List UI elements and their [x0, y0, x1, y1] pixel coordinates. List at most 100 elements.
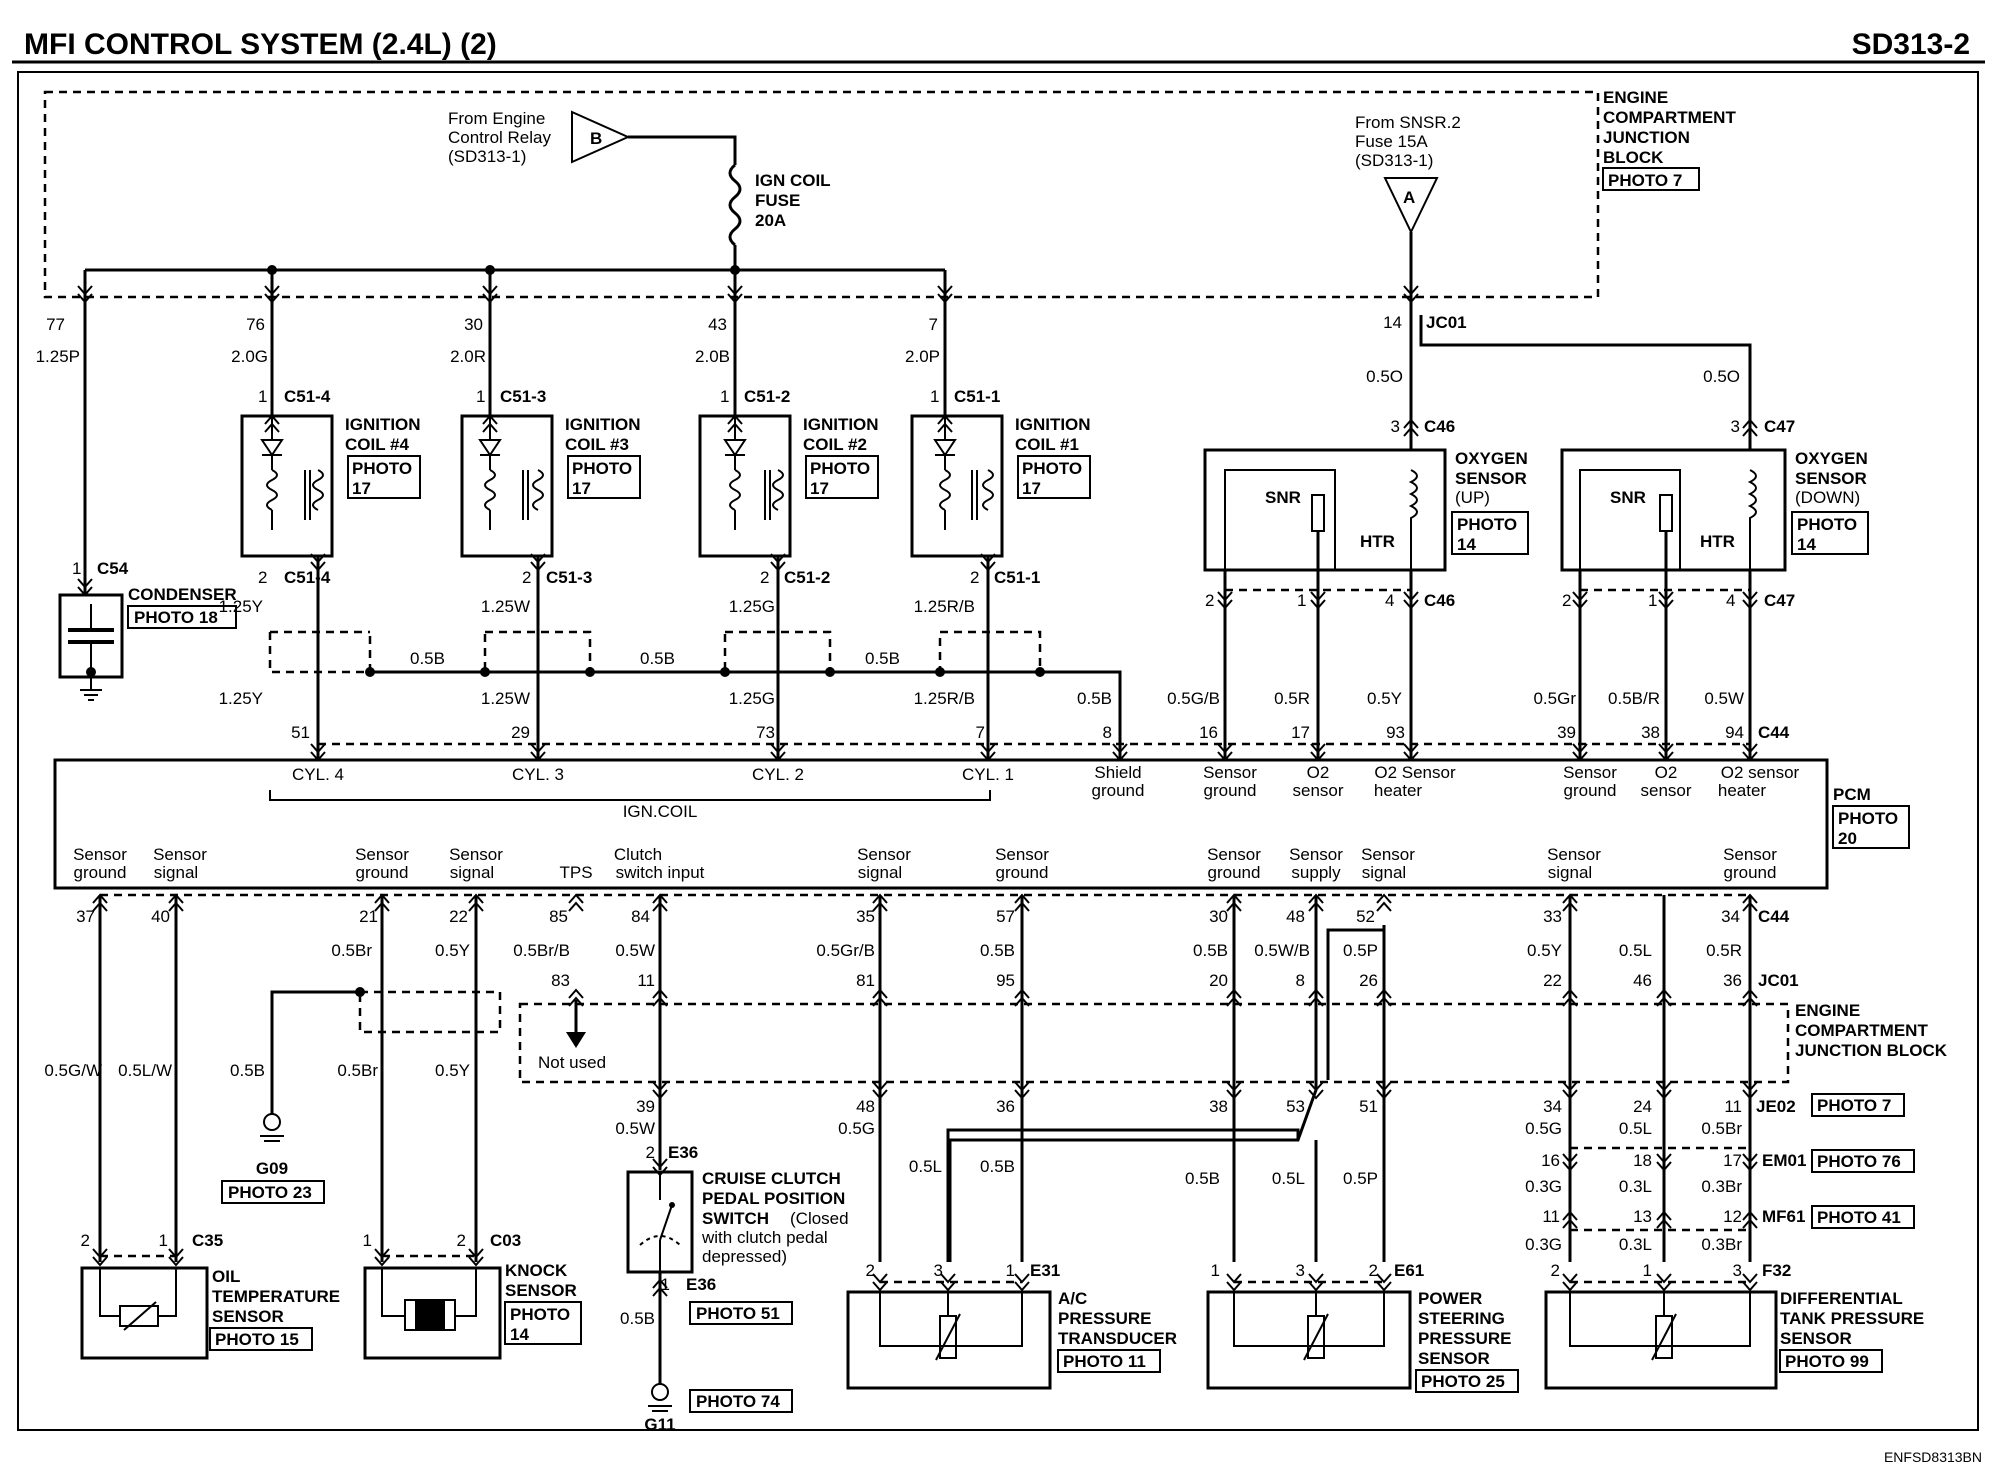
pcm-photo-1: PHOTO [1838, 809, 1898, 828]
ecjb-top-outline [43, 90, 1600, 299]
svg-text:43: 43 [708, 315, 727, 334]
svg-text:1.25W: 1.25W [481, 597, 530, 616]
ignition-coil-1: 7 2.0P 1 C51-1 IGNITION COIL #1 PHOTO 17… [905, 315, 1091, 742]
pcm-bottom-pins: 37 40 21 22 85 84 35 57 30 48 52 33 34 C… [76, 907, 1790, 926]
svg-text:E31: E31 [1030, 1261, 1060, 1280]
svg-text:29: 29 [511, 723, 530, 742]
svg-text:OIL: OIL [212, 1267, 240, 1286]
svg-text:COIL #4: COIL #4 [345, 435, 409, 454]
svg-text:3: 3 [1391, 417, 1400, 436]
oxygen-sensor-down: 0.5O 3 C47 SNR HTR OXYGEN SENSOR (DOWN) … [1533, 367, 1869, 760]
svg-text:24: 24 [1633, 1097, 1652, 1116]
pcm-photo-2: 20 [1838, 829, 1857, 848]
relay-letter: B [590, 129, 602, 148]
coil-internals [260, 416, 994, 530]
svg-text:1: 1 [476, 387, 485, 406]
svg-text:2: 2 [970, 568, 979, 587]
svg-text:C51-1: C51-1 [954, 387, 1000, 406]
svg-text:TEMPERATURE: TEMPERATURE [212, 1287, 340, 1306]
pcm-box [53, 758, 1829, 890]
svg-text:0.3L: 0.3L [1619, 1177, 1652, 1196]
svg-text:Sensor: Sensor [995, 845, 1049, 864]
condenser-pin: 1 [72, 559, 81, 578]
svg-text:C51-4: C51-4 [284, 568, 331, 587]
ecjb-photo-box [1602, 167, 1700, 191]
svg-text:PHOTO 15: PHOTO 15 [215, 1330, 299, 1349]
ign-fuse-1: IGN COIL [755, 171, 831, 190]
svg-text:TPS: TPS [559, 863, 592, 882]
svg-text:POWER: POWER [1418, 1289, 1482, 1308]
ecjb2-1: ENGINE [1795, 1001, 1860, 1020]
svg-text:0.5G/B: 0.5G/B [1167, 689, 1220, 708]
condenser-name: CONDENSER [128, 585, 237, 604]
cruise-clutch-switch: 0.5W 2 E36 CRUISE CLUTCH PEDAL POSITION … [615, 1119, 848, 1434]
svg-text:supply: supply [1291, 863, 1341, 882]
svg-text:26: 26 [1359, 971, 1378, 990]
svg-text:17: 17 [1291, 723, 1310, 742]
svg-text:38: 38 [1641, 723, 1660, 742]
svg-text:0.5P: 0.5P [1343, 941, 1378, 960]
g09-wire-label: 0.5B [230, 1061, 265, 1080]
svg-text:2: 2 [646, 1143, 655, 1162]
oil-temperature-sensor: 2 1 C35 OIL TEMPERATURE SENSOR PHOTO 15 [80, 1231, 340, 1360]
svg-text:O2 sensor: O2 sensor [1721, 763, 1800, 782]
svg-text:83: 83 [551, 971, 570, 990]
svg-text:93: 93 [1386, 723, 1405, 742]
svg-text:C35: C35 [192, 1231, 223, 1250]
svg-text:IGNITION: IGNITION [1015, 415, 1091, 434]
g09-name: G09 [256, 1159, 288, 1178]
svg-text:2: 2 [1369, 1261, 1378, 1280]
svg-text:1.25G: 1.25G [729, 689, 775, 708]
svg-text:20: 20 [1209, 971, 1228, 990]
svg-text:PHOTO 7: PHOTO 7 [1817, 1096, 1891, 1115]
svg-text:0.5Br: 0.5Br [331, 941, 372, 960]
svg-text:depressed): depressed) [702, 1247, 787, 1266]
svg-text:O2: O2 [1307, 763, 1330, 782]
svg-text:36: 36 [1723, 971, 1742, 990]
svg-text:2: 2 [1562, 591, 1571, 610]
svg-text:Sensor: Sensor [857, 845, 911, 864]
ecjb-bottom-outline [518, 1002, 1790, 1084]
svg-text:0.5Y: 0.5Y [1367, 689, 1402, 708]
svg-text:SENSOR: SENSOR [1795, 469, 1867, 488]
svg-text:signal: signal [450, 863, 494, 882]
svg-text:36: 36 [996, 1097, 1015, 1116]
svg-text:E61: E61 [1394, 1261, 1424, 1280]
knock-wire-1: 0.5Br [337, 1061, 378, 1080]
svg-text:0.5B/R: 0.5B/R [1608, 689, 1660, 708]
svg-text:2: 2 [1551, 1261, 1560, 1280]
ign-fuse-3: 20A [755, 211, 786, 230]
svg-text:11: 11 [1542, 1207, 1560, 1226]
svg-text:85: 85 [549, 907, 568, 926]
svg-text:PRESSURE: PRESSURE [1418, 1329, 1512, 1348]
ecjb-label-3: JUNCTION [1603, 128, 1690, 147]
svg-text:C46: C46 [1424, 591, 1455, 610]
jc01-pins: 83 11 81 95 20 8 26 22 46 36 JC01 [551, 971, 1799, 990]
svg-text:PHOTO 51: PHOTO 51 [696, 1304, 780, 1323]
svg-text:1: 1 [1643, 1261, 1652, 1280]
svg-text:14: 14 [1457, 535, 1476, 554]
svg-text:F32: F32 [1762, 1261, 1791, 1280]
svg-text:C46: C46 [1424, 417, 1455, 436]
je02-chevrons [652, 1081, 1758, 1099]
svg-text:17: 17 [572, 479, 591, 498]
condenser-pin-top: 77 [46, 315, 65, 334]
svg-text:SWITCH: SWITCH [702, 1209, 769, 1228]
svg-text:Clutch: Clutch [614, 845, 662, 864]
svg-text:C47: C47 [1764, 591, 1795, 610]
svg-text:JC01: JC01 [1426, 313, 1467, 332]
ignition-coil-3: 30 2.0R 1 C51-3 IGNITION COIL #3 PHOTO 1… [450, 315, 641, 742]
svg-text:0.5R: 0.5R [1274, 689, 1310, 708]
svg-text:35: 35 [856, 907, 875, 926]
bus-wire-3: 0.5B [865, 649, 900, 668]
svg-text:Sensor: Sensor [449, 845, 503, 864]
svg-text:PHOTO: PHOTO [510, 1305, 570, 1324]
svg-text:51: 51 [1359, 1097, 1378, 1116]
svg-text:C51-3: C51-3 [546, 568, 592, 587]
svg-text:2: 2 [760, 568, 769, 587]
svg-text:sensor: sensor [1292, 781, 1343, 800]
svg-text:7: 7 [929, 315, 938, 334]
knock-sensor: 1 2 C03 KNOCK SENSOR PHOTO 14 [363, 1231, 582, 1360]
svg-text:4: 4 [1385, 591, 1394, 610]
svg-text:21: 21 [359, 907, 378, 926]
